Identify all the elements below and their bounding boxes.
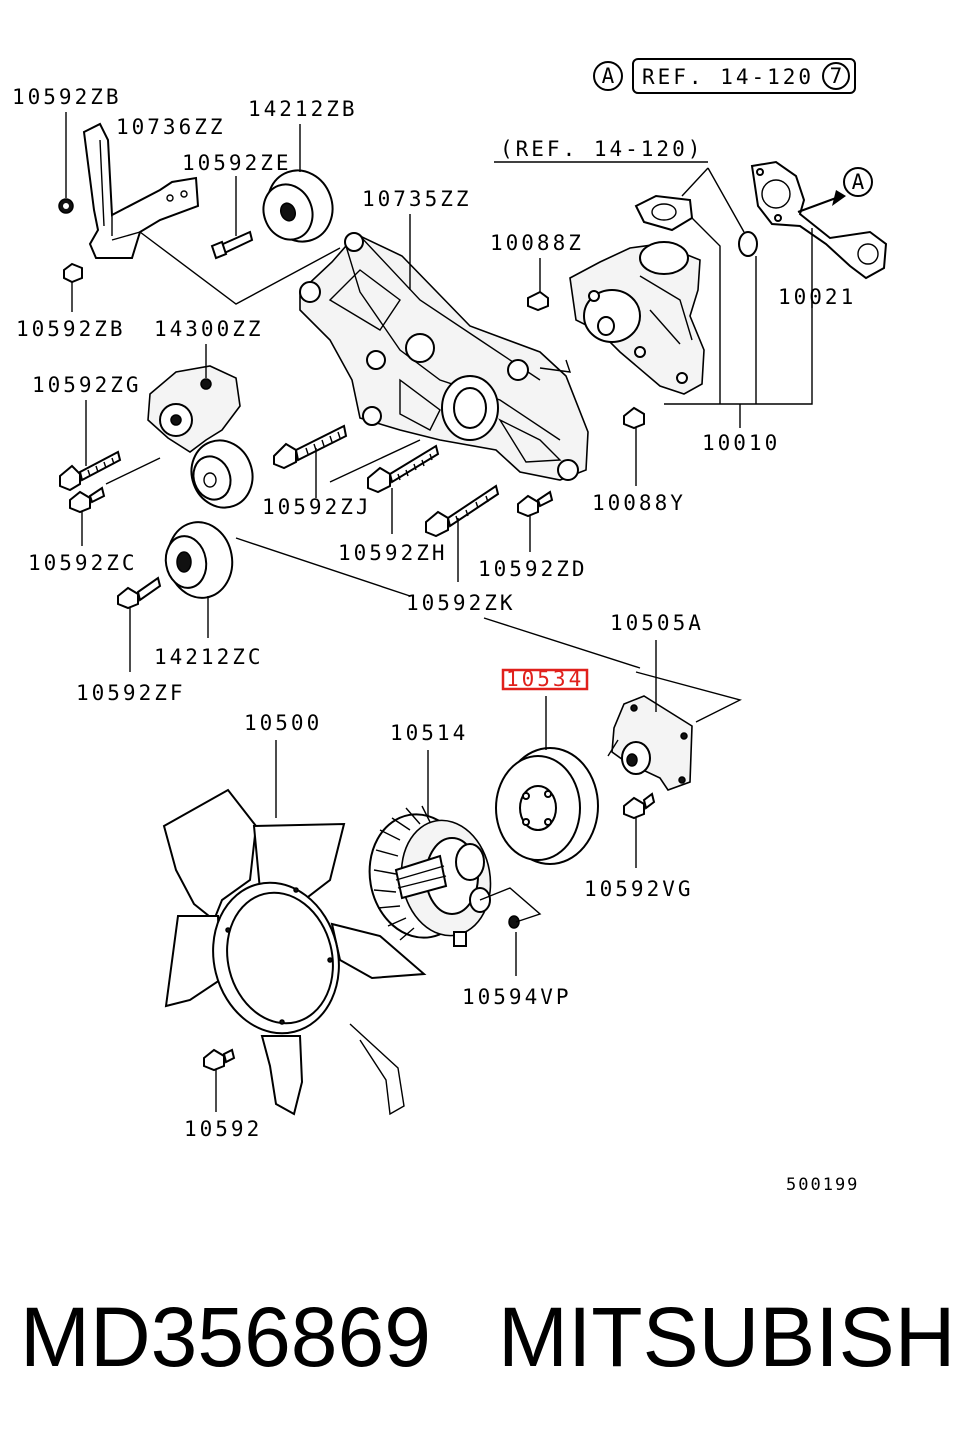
highlight-box-10534 <box>501 668 589 691</box>
bolt-10592zd <box>517 490 554 552</box>
water-pump-10010 <box>569 241 705 395</box>
label-10592zd: 10592ZD <box>478 557 588 581</box>
label-10592zb-top: 10592ZB <box>12 85 122 109</box>
pulley-10534 <box>495 696 599 865</box>
bolt-10088z <box>527 258 549 312</box>
bracket-10736zz <box>82 122 200 259</box>
ref-header: A REF. 14-120 7 <box>593 58 856 94</box>
label-10514: 10514 <box>390 721 468 745</box>
label-14300zz: 14300ZZ <box>154 317 264 341</box>
bolt-10592zg <box>59 400 122 492</box>
fan-clutch-10514 <box>368 750 492 947</box>
label-14212zc: 14212ZC <box>154 645 264 669</box>
label-10534: 10534 <box>506 667 584 691</box>
bolt-10088y <box>623 406 645 486</box>
label-10010: 10010 <box>702 431 780 455</box>
label-10592zk: 10592ZK <box>406 591 516 615</box>
label-14212zb: 14212ZB <box>248 97 358 121</box>
label-10592ze: 10592ZE <box>182 151 292 175</box>
tensioner-14300zz <box>147 344 254 509</box>
bracket-10505a <box>607 640 693 791</box>
ref-box-text: REF. 14-120 <box>642 65 814 89</box>
o-ring <box>738 231 758 257</box>
ref-box-number: 7 <box>830 64 843 88</box>
label-10592zg: 10592ZG <box>32 373 142 397</box>
drawing-code: 500199 <box>786 1175 859 1195</box>
label-10021: 10021 <box>778 285 856 309</box>
pulley-14212zb <box>262 124 334 243</box>
label-10500: 10500 <box>244 711 322 735</box>
part-labels: 10592ZB 10736ZZ 14212ZB 10592ZE 10735ZZ … <box>12 85 859 1195</box>
arrow-a: A <box>797 167 873 213</box>
bolt-10592zc <box>69 486 106 546</box>
label-10592: 10592 <box>184 1117 262 1141</box>
label-10736zz: 10736ZZ <box>116 115 226 139</box>
bolt-10592zh <box>367 444 440 534</box>
label-10594vp: 10594VP <box>462 985 572 1009</box>
fan-10500 <box>162 740 427 1116</box>
label-10088z: 10088Z <box>490 231 584 255</box>
gasket-ref <box>634 194 694 232</box>
housing-10735zz <box>299 214 589 481</box>
bolt-10592ze <box>210 176 254 260</box>
bolt-10592zb-bottom <box>63 262 83 312</box>
pulley-14212zc <box>164 521 234 638</box>
footer-part-number: MD356869 <box>20 1290 431 1384</box>
label-10088y: 10088Y <box>592 491 686 515</box>
ref-box-circle <box>822 62 850 90</box>
label-10592zb-bottom: 10592ZB <box>16 317 126 341</box>
footer-brand: MITSUBISHI <box>498 1290 960 1384</box>
nut-10594vp <box>479 887 542 976</box>
ref-box <box>632 58 856 94</box>
gasket-right <box>750 160 888 280</box>
bolt-10592 <box>203 1048 236 1112</box>
bolt-10592vg <box>623 792 656 868</box>
ref-marker-letter: A <box>602 64 615 88</box>
bolt-10592zf <box>117 576 162 672</box>
label-10592zj: 10592ZJ <box>262 495 372 519</box>
bolt-10592zj <box>273 424 348 498</box>
label-10592vg: 10592VG <box>584 877 694 901</box>
label-10592zc: 10592ZC <box>28 551 138 575</box>
label-10592zf: 10592ZF <box>76 681 186 705</box>
label-10592zh: 10592ZH <box>338 541 448 565</box>
ref-marker-circle <box>593 61 623 91</box>
label-10735zz: 10735ZZ <box>362 187 472 211</box>
ref-note: (REF. 14-120) <box>500 137 703 161</box>
nut-10592zb-top <box>58 112 74 214</box>
label-10505a: 10505A <box>610 611 704 635</box>
arrow-a-letter: A <box>852 170 865 194</box>
bolt-10592zk <box>425 484 500 582</box>
